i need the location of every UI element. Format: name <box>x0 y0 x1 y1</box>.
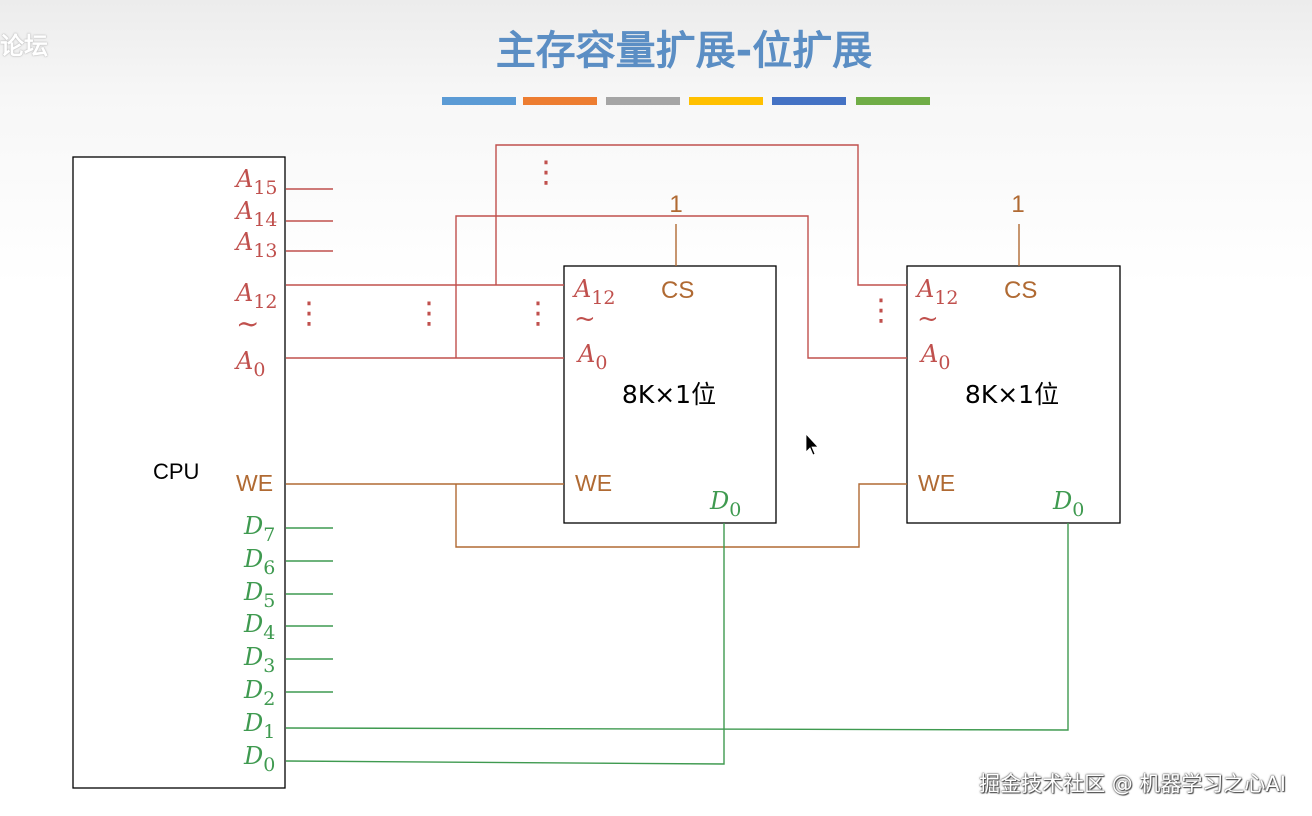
chip2-capacity: 8K×1位 <box>965 380 1059 409</box>
title-bar-6 <box>856 97 930 105</box>
chip1-cs-label: CS <box>661 277 694 304</box>
mouse-cursor-icon <box>805 432 819 456</box>
chip1-capacity: 8K×1位 <box>622 380 716 409</box>
cpu-pin-d2: D2 <box>243 676 275 710</box>
we-line-chip2 <box>455 483 907 548</box>
address-bus-a12-to-chip2 <box>495 144 907 286</box>
chip2-cs-label: CS <box>1004 277 1037 304</box>
cpu-pin-d4: D4 <box>243 610 275 644</box>
memory-chip-2 <box>906 265 1121 524</box>
footer-watermark: 掘金技术社区 @ 机器学习之心AI <box>979 772 1286 796</box>
watermark-text: 论坛 <box>0 32 48 60</box>
chip1-cs-value: 1 <box>669 191 682 218</box>
chip2-pin-d0: D0 <box>1052 487 1084 521</box>
cpu-pin-d0: D0 <box>243 742 275 776</box>
ellipsis-3: ⋮ <box>414 296 444 331</box>
address-bus-ellipses: ⋮ ⋮ ⋮ ⋮ ⋮ <box>294 155 896 331</box>
chip1-range-tilde: ~ <box>574 304 596 334</box>
cpu-pin-d6: D6 <box>243 545 275 579</box>
chip1-pin-a0: A0 <box>576 340 607 374</box>
title-bar-4 <box>689 97 763 105</box>
cpu-we-label: WE <box>236 470 273 496</box>
cpu-pin-d1: D1 <box>243 709 275 743</box>
chip2-pin-a12: A12 <box>915 275 959 309</box>
title-bar-1 <box>442 97 516 105</box>
address-bus-a0-to-chip2 <box>455 215 907 359</box>
wires <box>285 144 1069 765</box>
cpu-pin-a0: A0 <box>234 347 265 381</box>
title-bar-2 <box>523 97 597 105</box>
ellipsis-2: ⋮ <box>294 296 324 331</box>
title-bar-3 <box>606 97 680 105</box>
chip1-pin-a12: A12 <box>572 275 616 309</box>
chip2-pin-a0: A0 <box>919 340 950 374</box>
data-line-d1 <box>285 523 1069 731</box>
chip1-we-label: WE <box>575 470 612 496</box>
chip1-pin-d0: D0 <box>709 487 741 521</box>
cpu-pin-d7: D7 <box>243 512 275 546</box>
chip2-cs-value: 1 <box>1011 191 1024 218</box>
ellipsis-5: ⋮ <box>866 293 896 328</box>
chip2-range-tilde: ~ <box>917 304 939 334</box>
chip2-we-label: WE <box>918 470 955 496</box>
memory-chip-1 <box>563 265 777 524</box>
slide-title: 主存容量扩展-位扩展 <box>496 28 873 74</box>
cpu-pin-a12: A12 <box>234 279 278 313</box>
cpu-address-range-tilde: ~ <box>236 307 259 340</box>
cpu-box <box>72 156 286 789</box>
ellipsis-4: ⋮ <box>523 296 553 331</box>
title-bar-5 <box>772 97 846 105</box>
cpu-label: CPU <box>153 459 199 484</box>
cpu-pin-a15: A15 <box>234 165 278 199</box>
cpu-pin-d5: D5 <box>243 578 275 612</box>
data-line-d0 <box>285 523 725 765</box>
cpu-pin-a14: A14 <box>234 197 278 231</box>
cpu-pin-a13: A13 <box>234 228 278 262</box>
cpu-pin-d3: D3 <box>243 643 275 677</box>
title-color-bars <box>442 97 930 105</box>
ellipsis-1: ⋮ <box>531 155 561 190</box>
